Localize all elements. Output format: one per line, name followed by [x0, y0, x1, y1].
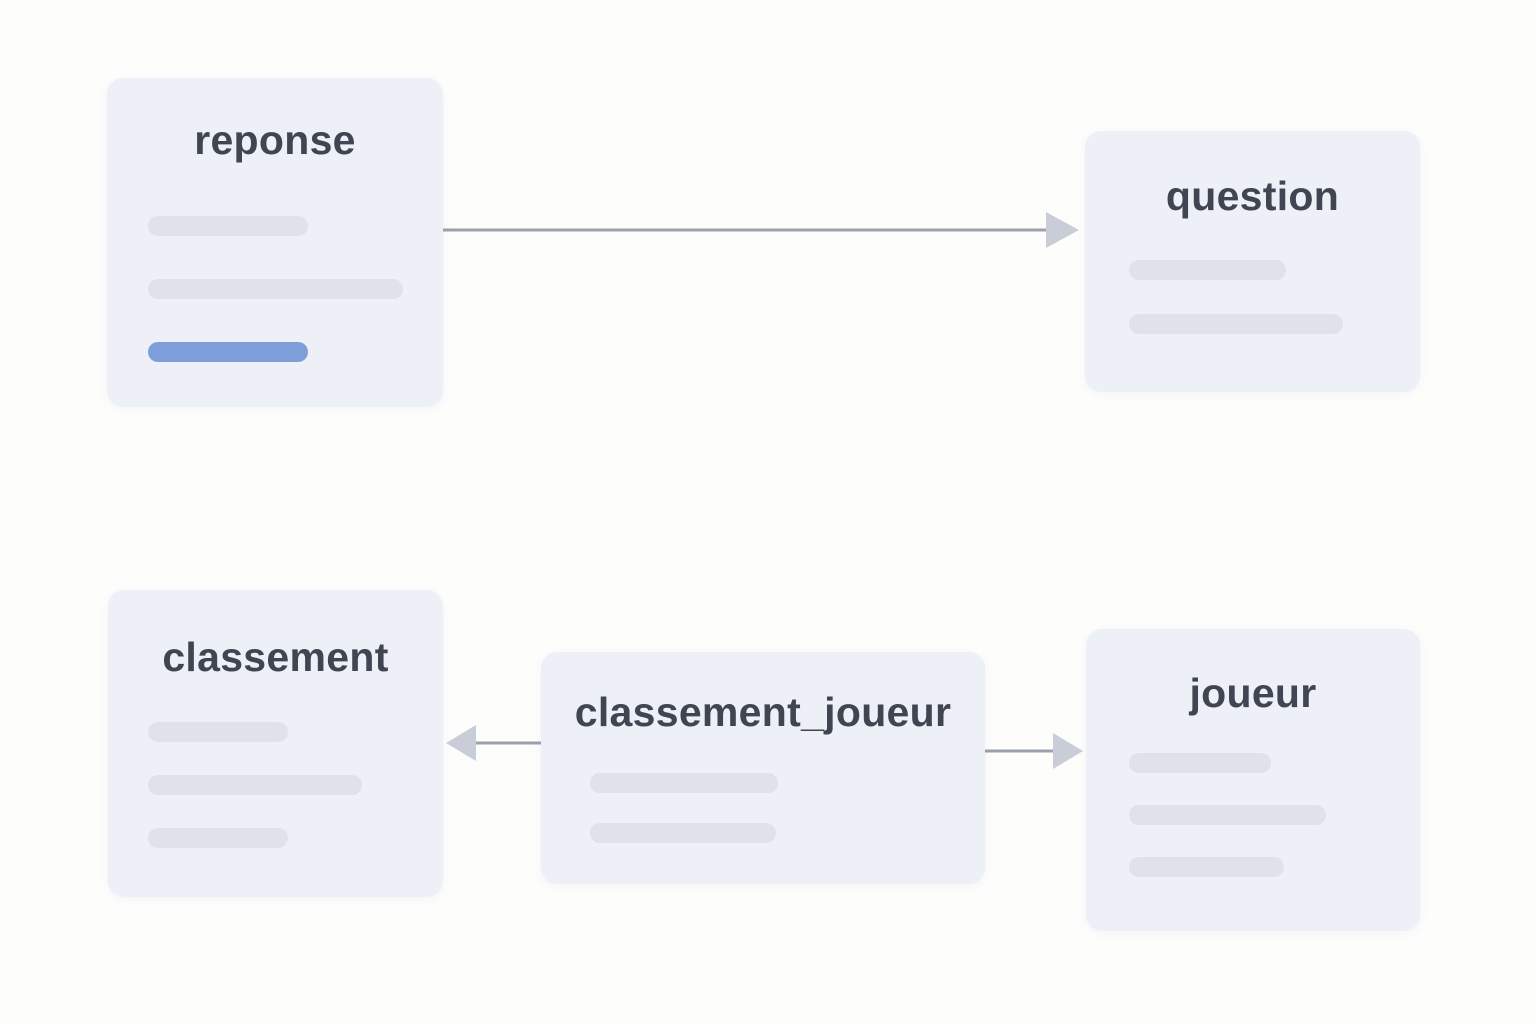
entity-field-list [148, 216, 403, 362]
edge-reponse-question[interactable] [443, 212, 1079, 248]
entity-field-list [148, 722, 362, 848]
field-placeholder [1129, 805, 1326, 825]
arrowhead-right-icon [1046, 212, 1079, 248]
field-placeholder [590, 773, 778, 793]
arrowhead-right-icon [1053, 733, 1083, 769]
entity-title: classement [162, 634, 389, 680]
field-placeholder [1129, 857, 1284, 877]
field-placeholder [148, 775, 362, 795]
field-placeholder [148, 828, 288, 848]
entity-title: reponse [194, 117, 356, 163]
entity-field-list [1129, 260, 1343, 334]
arrowhead-left-icon [446, 725, 476, 761]
entity-node-classement-joueur[interactable]: classement_joueur [541, 652, 985, 884]
field-placeholder [590, 823, 776, 843]
entity-node-joueur[interactable]: joueur [1086, 629, 1420, 931]
entity-title: question [1165, 173, 1340, 219]
entity-title: classement_joueur [574, 689, 952, 735]
entity-node-question[interactable]: question [1085, 131, 1420, 392]
entity-title: joueur [1189, 670, 1317, 716]
field-placeholder [148, 216, 308, 236]
entity-field-list [590, 773, 778, 843]
edge-classement_joueur-classement[interactable] [446, 725, 541, 761]
field-placeholder [1129, 260, 1286, 280]
entity-node-reponse[interactable]: reponse [107, 78, 443, 407]
edge-classement_joueur-joueur[interactable] [985, 733, 1083, 769]
entity-node-classement[interactable]: classement [108, 590, 443, 897]
field-placeholder [1129, 314, 1343, 334]
field-placeholder [1129, 753, 1271, 773]
field-placeholder-accent [148, 342, 308, 362]
field-placeholder [148, 722, 288, 742]
field-placeholder [148, 279, 403, 299]
entity-field-list [1129, 753, 1326, 877]
